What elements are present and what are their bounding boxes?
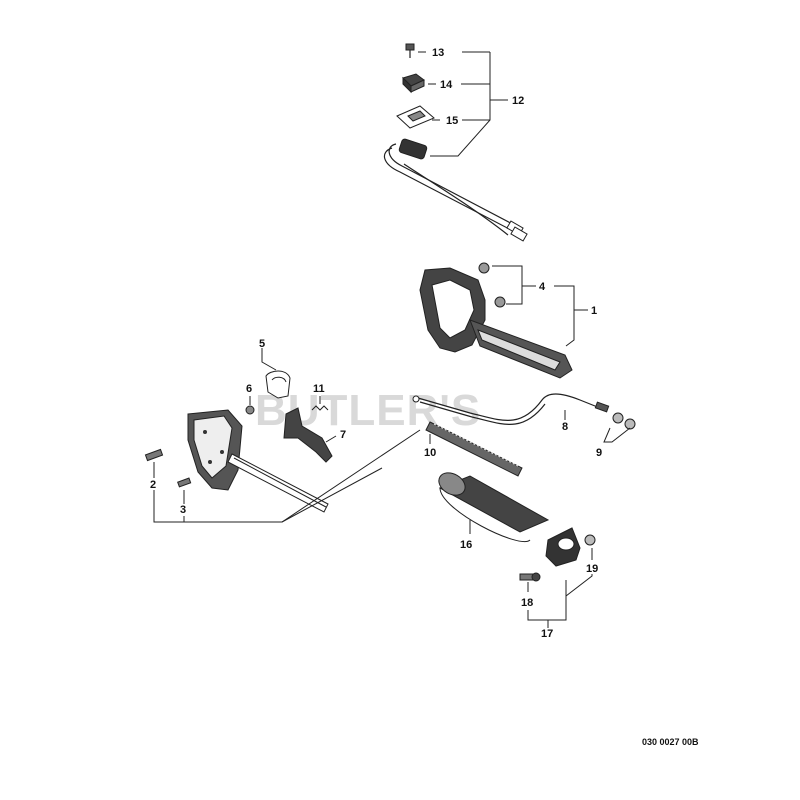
part-4-nuts: [478, 262, 506, 308]
part-10-spring: [425, 421, 523, 477]
part-5-clamp: [265, 370, 291, 399]
callout-18: 18: [521, 597, 533, 609]
switch-cable: [383, 138, 528, 242]
part-shaft-rod: [227, 453, 329, 513]
part-8-throttle-cable: [412, 393, 610, 425]
part-18-screw: [519, 572, 541, 582]
part-3-screw: [177, 477, 192, 488]
part-9-nuts: [612, 412, 636, 430]
part-13-screw: [405, 43, 415, 58]
callout-8: 8: [562, 421, 568, 433]
part-16-grip: [438, 472, 550, 542]
callout-11: 11: [313, 383, 325, 395]
part-6-screw: [245, 405, 255, 415]
callout-16: 16: [460, 539, 472, 551]
part-housing: [187, 409, 243, 491]
part-15-gasket: [396, 105, 435, 129]
callout-19: 19: [586, 563, 598, 575]
part-2-screw: [144, 448, 164, 462]
part-11-spring: [311, 405, 329, 411]
callout-2: 2: [150, 479, 156, 491]
callout-6: 6: [246, 383, 252, 395]
part-19-nut: [584, 534, 596, 546]
part-7-lever: [283, 407, 333, 463]
callout-12: 12: [512, 95, 524, 107]
callout-17: 17: [541, 628, 553, 640]
callout-5: 5: [259, 338, 265, 350]
part-17-end-cap: [545, 527, 581, 567]
callout-4: 4: [539, 281, 546, 293]
part-1-handle: [419, 267, 573, 379]
callout-1: 1: [591, 305, 597, 317]
callout-13: 13: [432, 47, 444, 59]
part-14-nut: [402, 73, 425, 94]
callout-10: 10: [424, 447, 436, 459]
callout-14: 14: [440, 79, 453, 91]
reference-code: 030 0027 00B: [642, 737, 699, 747]
callout-15: 15: [446, 115, 458, 127]
callout-9: 9: [596, 447, 602, 459]
callout-7: 7: [340, 429, 346, 441]
callout-3: 3: [180, 504, 186, 516]
